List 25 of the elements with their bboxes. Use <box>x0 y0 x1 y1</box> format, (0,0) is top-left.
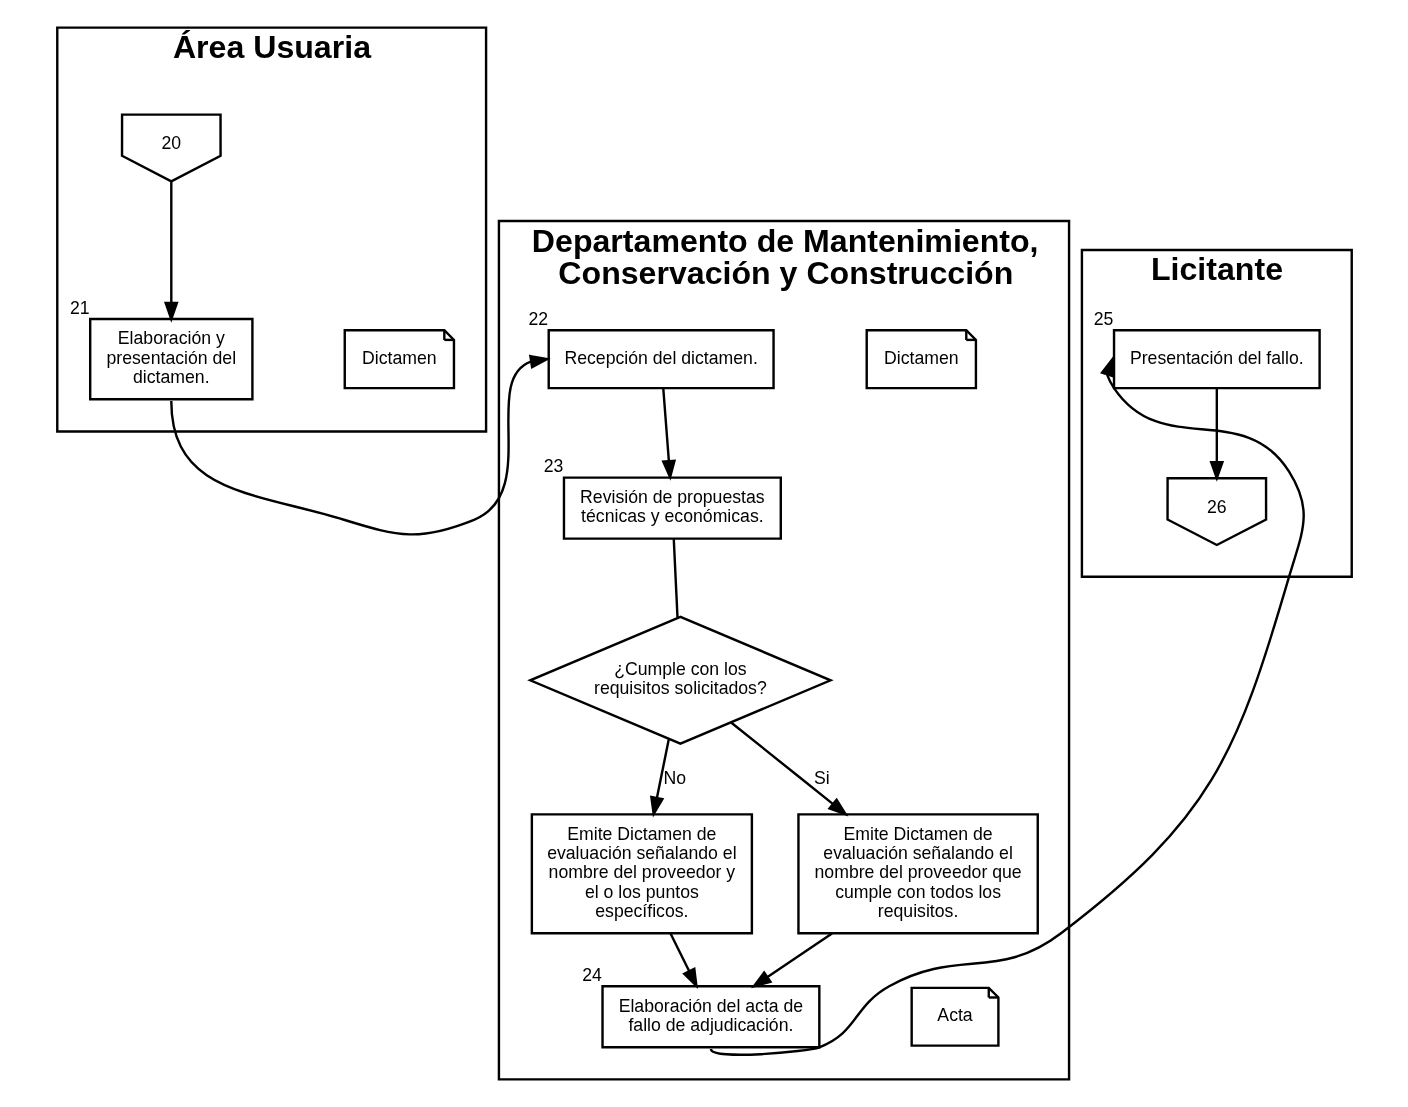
node-box: Emite Dictamen de evaluación señalando el nombre del proveedor y el o los puntos específicos. <box>530 813 753 935</box>
node-label: 22 <box>527 309 548 330</box>
node-box: Recepción del dictamen. <box>547 329 775 390</box>
node-label: 24 <box>581 965 602 986</box>
node-label: 21 <box>69 297 90 318</box>
arrow <box>730 721 848 817</box>
node-box: Emite Dictamen de evaluación señalando el nombre del proveedor que cumple con todos los requisitos. <box>796 813 1039 935</box>
arrow <box>750 932 833 989</box>
node-box: Presentación del fallo. <box>1112 329 1321 390</box>
arrow <box>709 355 1305 1056</box>
node-diamond: ¿Cumple con los requisitos solicitados? <box>526 615 834 746</box>
arrow <box>169 354 551 536</box>
arrow <box>1209 388 1224 482</box>
node-box: Revisión de propuestas técnicas y económicas. <box>562 476 782 540</box>
node-box: Elaboración y presentación del dictamen. <box>88 317 254 401</box>
node-box: Elaboración del acta de fallo de adjudicación. <box>600 985 821 1049</box>
edge-label: Si <box>813 767 830 788</box>
edge-label: No <box>663 767 686 788</box>
arrow <box>163 180 179 323</box>
node-label: 25 <box>1093 309 1113 330</box>
node-label: 23 <box>543 456 563 477</box>
arrow <box>661 388 676 481</box>
arrow <box>649 738 670 818</box>
arrow <box>668 932 698 989</box>
connector <box>672 539 679 618</box>
